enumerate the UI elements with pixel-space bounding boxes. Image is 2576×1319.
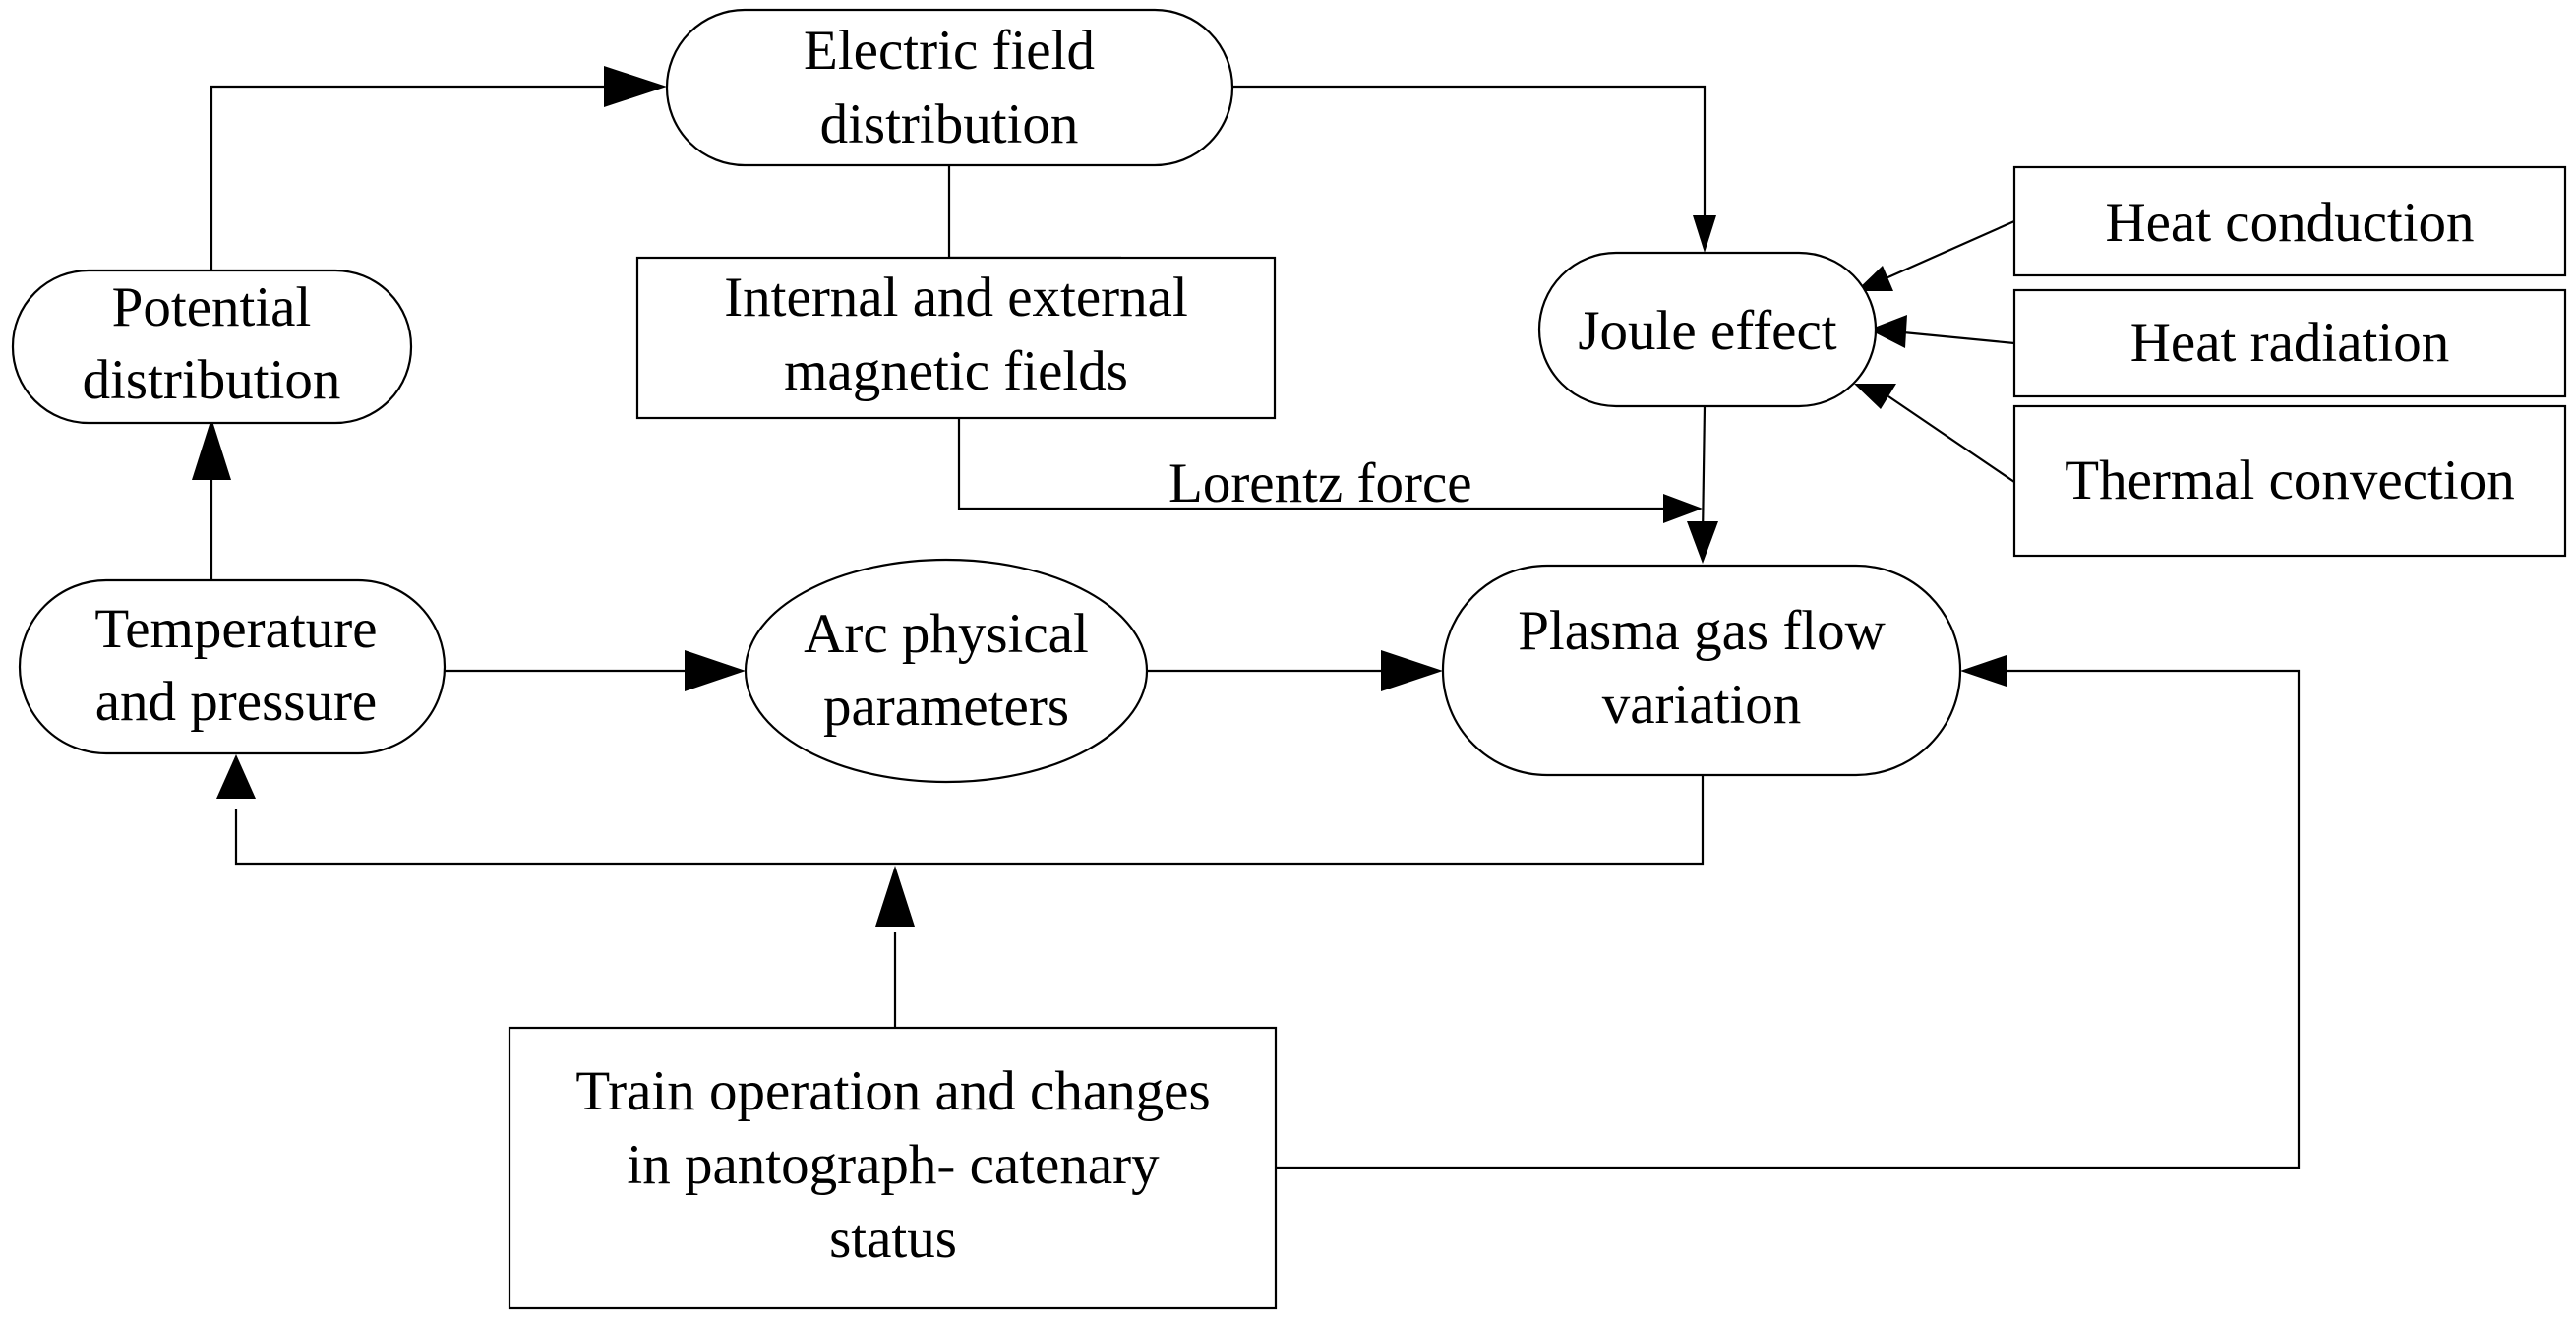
node-magnetic-fields: Internal and external magnetic fields bbox=[635, 256, 1277, 420]
edge-plasma-to-temperature bbox=[234, 775, 1705, 866]
node-text-line: Internal and external bbox=[724, 267, 1188, 329]
node-arc-physical-parameters: Arc physical parameters bbox=[744, 558, 1149, 784]
arrowhead-thermal-convection bbox=[1854, 384, 1896, 409]
edge-heat-conduction-to-joule bbox=[1883, 219, 2015, 281]
arrowhead-potential bbox=[192, 418, 231, 480]
node-text-line: distribution bbox=[820, 93, 1079, 155]
edge-potential-to-electric-field bbox=[210, 85, 610, 270]
arrowhead-plasma-right bbox=[1960, 655, 2007, 687]
node-heat-conduction: Heat conduction bbox=[2012, 165, 2567, 277]
node-text-line: Heat radiation bbox=[2130, 312, 2449, 374]
node-potential-distribution: Potential distribution bbox=[11, 269, 413, 425]
node-thermal-convection: Thermal convection bbox=[2012, 404, 2567, 558]
node-text-line: Train operation and changes bbox=[575, 1060, 1210, 1122]
arrowhead-lorentz bbox=[1663, 494, 1703, 523]
node-text-line: Thermal convection bbox=[2065, 450, 2514, 511]
arrowheads bbox=[192, 66, 2007, 927]
arrowhead-plasma-top bbox=[1687, 521, 1718, 564]
node-electric-field: Electric field distribution bbox=[665, 8, 1234, 167]
arrowhead-temperature bbox=[216, 754, 256, 799]
node-text-line: Electric field bbox=[804, 20, 1095, 82]
arrowhead-arc bbox=[685, 650, 746, 691]
node-text-line: variation bbox=[1602, 674, 1802, 736]
node-plasma-gas-flow: Plasma gas flow variation bbox=[1441, 564, 1962, 777]
node-text-line: Joule effect bbox=[1578, 300, 1836, 362]
node-text-line: Potential bbox=[112, 276, 312, 338]
arrowhead-plasma-left bbox=[1381, 650, 1443, 691]
edge-electric-field-to-magnetic bbox=[947, 165, 1121, 260]
node-text-line: magnetic fields bbox=[784, 340, 1128, 402]
node-train-operation: Train operation and changes in pantograp… bbox=[508, 1026, 1278, 1310]
node-temperature-pressure: Temperature and pressure bbox=[18, 578, 447, 755]
edge-magnetic-lorentz bbox=[957, 418, 1672, 510]
node-text-line: distribution bbox=[83, 349, 341, 411]
node-text-line: Plasma gas flow bbox=[1518, 600, 1886, 662]
lorentz-force-label: Lorentz force bbox=[1168, 452, 1472, 514]
node-text-line: Temperature bbox=[94, 598, 377, 660]
edge-heat-radiation-to-joule bbox=[1902, 330, 2015, 345]
edge-thermal-convection-to-joule bbox=[1887, 395, 2015, 483]
node-text-line: in pantograph- catenary bbox=[627, 1134, 1160, 1196]
node-joule-effect: Joule effect bbox=[1537, 251, 1878, 408]
connectors bbox=[210, 85, 2301, 1169]
arrowhead-loop-up bbox=[875, 866, 915, 927]
node-text-line: Arc physical bbox=[804, 603, 1089, 665]
edge-joule-to-plasma bbox=[1701, 405, 1707, 537]
node-heat-radiation: Heat radiation bbox=[2012, 288, 2567, 398]
node-text-line: status bbox=[829, 1208, 957, 1270]
arrowhead-heat-radiation bbox=[1869, 315, 1907, 348]
edge-train-to-plasma bbox=[1276, 669, 2301, 1169]
arrowhead-heat-conduction bbox=[1856, 266, 1893, 291]
node-text-line: Heat conduction bbox=[2105, 192, 2474, 254]
node-text-line: and pressure bbox=[95, 671, 377, 733]
arrowhead-electric-field bbox=[604, 66, 667, 107]
edge-electric-field-to-joule bbox=[1232, 85, 1707, 231]
arrowhead-joule-top bbox=[1693, 215, 1716, 253]
node-text-line: parameters bbox=[823, 676, 1069, 738]
